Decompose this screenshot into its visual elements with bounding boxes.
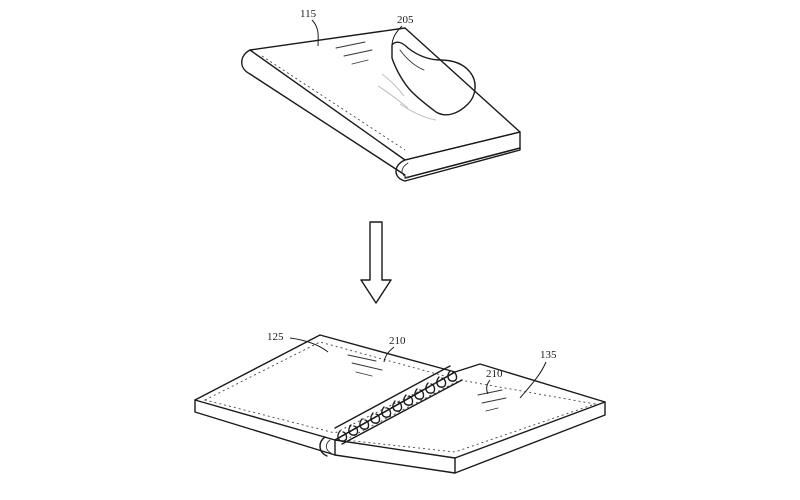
hinge-link bbox=[447, 370, 458, 382]
hinge-link bbox=[392, 400, 403, 412]
hand-ghost-finger-2 bbox=[377, 85, 409, 109]
label-115: 115 bbox=[300, 8, 317, 20]
label-135: 135 bbox=[540, 349, 557, 361]
leader-135 bbox=[519, 361, 547, 399]
hinge-link bbox=[381, 406, 392, 418]
hinge-link bbox=[403, 394, 414, 406]
hinge-link bbox=[359, 418, 370, 430]
hand-ghost-finger-1 bbox=[381, 73, 405, 97]
folded-device-mark-1 bbox=[335, 41, 366, 49]
right-panel-mark-2 bbox=[481, 397, 507, 404]
label-210-left: 210 bbox=[389, 335, 406, 347]
folded-device bbox=[241, 27, 521, 182]
arrow-down-icon bbox=[360, 221, 392, 304]
folded-device-mark-2 bbox=[343, 49, 373, 57]
hinge-edge-front bbox=[341, 379, 463, 445]
right-panel-top-face bbox=[334, 363, 606, 459]
hinge-link bbox=[370, 412, 381, 424]
right-panel-mark-1 bbox=[477, 389, 503, 396]
left-panel-mark-3 bbox=[355, 371, 373, 377]
left-panel-front bbox=[194, 399, 336, 456]
hinge-link bbox=[348, 424, 359, 436]
leader-205 bbox=[391, 25, 403, 47]
folded-device-fold-inner bbox=[401, 162, 409, 179]
leader-115 bbox=[311, 19, 319, 47]
hinge-link bbox=[414, 388, 425, 400]
unfolded-fold-curl bbox=[319, 436, 328, 457]
hinge-link bbox=[425, 382, 436, 394]
hinge-link bbox=[436, 376, 447, 388]
leader-125 bbox=[289, 337, 329, 353]
hand-icon bbox=[377, 41, 476, 121]
right-panel-border bbox=[343, 379, 597, 453]
label-205: 205 bbox=[397, 14, 414, 26]
folded-device-top-face bbox=[249, 27, 521, 161]
folded-device-mark-3 bbox=[351, 59, 369, 65]
unfolded-fold-curl-inner bbox=[325, 439, 332, 454]
right-panel-front bbox=[334, 401, 606, 474]
left-panel-mark-2 bbox=[351, 362, 383, 371]
folded-device-edge-dash bbox=[261, 55, 406, 151]
hinge-link bbox=[337, 430, 348, 442]
hinge-edge-back bbox=[334, 365, 451, 429]
hand-outline bbox=[391, 41, 476, 116]
label-210-right: 210 bbox=[486, 368, 503, 380]
leader-210-right bbox=[486, 379, 491, 395]
hinge bbox=[334, 365, 463, 445]
right-panel-mark-3 bbox=[485, 407, 499, 412]
folded-device-front-layer bbox=[404, 147, 521, 182]
label-125: 125 bbox=[267, 331, 284, 343]
left-panel-mark-1 bbox=[347, 354, 377, 362]
leader-210-left bbox=[383, 346, 395, 363]
unfolded-device bbox=[194, 334, 606, 474]
hand-finger-crease bbox=[399, 49, 425, 71]
hand-ghost-finger-3 bbox=[399, 103, 437, 121]
folded-device-left-edge bbox=[241, 49, 406, 176]
folded-device-fold-curl bbox=[395, 159, 406, 182]
